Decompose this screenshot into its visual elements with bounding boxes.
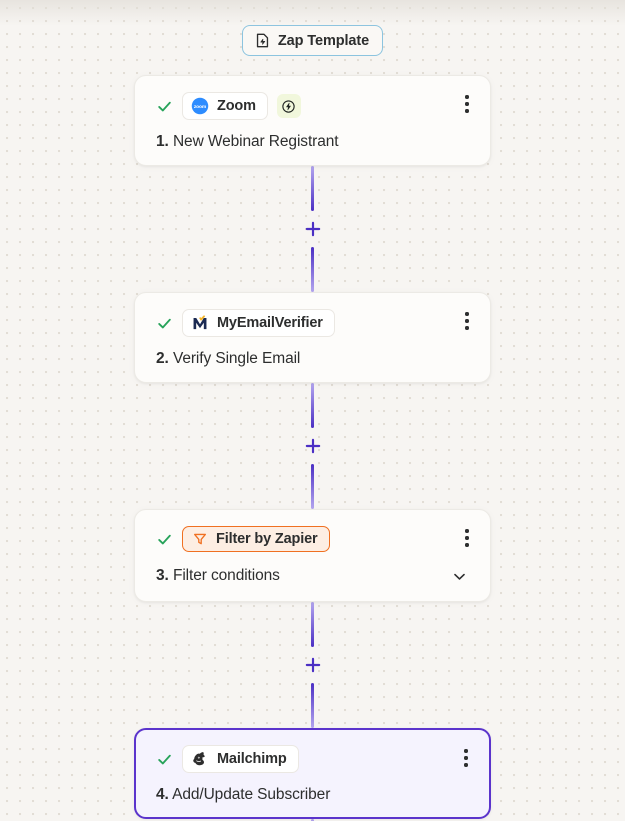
step-3-body: 3. Filter conditions — [156, 565, 474, 587]
chevron-down-icon[interactable] — [448, 565, 470, 587]
check-icon — [156, 98, 173, 115]
step-number: 4. — [156, 786, 169, 803]
kebab-menu-icon[interactable] — [456, 92, 478, 116]
step-1-body: 1. New Webinar Registrant — [156, 133, 474, 151]
mailchimp-logo — [191, 750, 209, 768]
step-1-header: zoom Zoom — [156, 92, 474, 120]
svg-text:zoom: zoom — [194, 105, 207, 110]
step-title-text: Add/Update Subscriber — [172, 786, 331, 803]
connector-line-top — [311, 383, 314, 428]
connector-line-top — [311, 819, 314, 821]
step-number: 1. — [156, 133, 169, 150]
step-title: 3. Filter conditions — [156, 567, 280, 585]
zap-template-label: Zap Template — [277, 32, 370, 49]
step-title-text: Filter conditions — [172, 567, 280, 584]
app-pill-myemailverifier[interactable]: MyEmailVerifier — [182, 309, 335, 337]
connector-line-top — [311, 166, 314, 211]
kebab-menu-icon[interactable] — [456, 526, 478, 550]
connector-1 — [293, 166, 333, 292]
step-2-header: MyEmailVerifier — [156, 309, 474, 337]
step-title: 4. Add/Update Subscriber — [156, 786, 330, 804]
check-icon — [156, 315, 173, 332]
filter-funnel-icon — [192, 531, 208, 547]
step-card-1[interactable]: zoom Zoom 1. New We — [134, 75, 491, 166]
connector-line-bottom — [311, 683, 314, 728]
connector-line-top — [311, 602, 314, 647]
check-icon — [156, 751, 173, 768]
app-name-label: Mailchimp — [217, 751, 287, 767]
app-name-label: Filter by Zapier — [216, 531, 318, 547]
step-card-3[interactable]: Filter by Zapier 3. Filter conditions — [134, 509, 491, 602]
step-card-4[interactable]: Mailchimp 4. Add/Update Subscriber — [134, 728, 491, 819]
connector-4 — [293, 819, 333, 821]
zoom-logo: zoom — [191, 97, 209, 115]
add-step-button-2[interactable] — [300, 433, 326, 459]
kebab-menu-icon[interactable] — [455, 746, 477, 770]
step-4-body: 4. Add/Update Subscriber — [156, 786, 474, 804]
connector-2 — [293, 383, 333, 509]
check-icon — [156, 531, 173, 548]
zap-template-badge: Zap Template — [241, 25, 384, 56]
myemailverifier-logo — [191, 314, 209, 332]
step-number: 2. — [156, 350, 169, 367]
step-card-2[interactable]: MyEmailVerifier 2. Verify Single Email — [134, 292, 491, 383]
kebab-menu-icon[interactable] — [456, 309, 478, 333]
add-step-button-3[interactable] — [300, 652, 326, 678]
app-name-label: Zoom — [217, 98, 256, 114]
document-bolt-icon — [254, 32, 271, 49]
step-4-header: Mailchimp — [156, 745, 474, 773]
instant-trigger-bolt-icon — [276, 94, 301, 118]
step-3-header: Filter by Zapier — [156, 526, 474, 552]
step-title-text: New Webinar Registrant — [172, 133, 339, 150]
app-pill-mailchimp[interactable]: Mailchimp — [182, 745, 299, 773]
step-title: 1. New Webinar Registrant — [156, 133, 339, 151]
step-2-body: 2. Verify Single Email — [156, 350, 474, 368]
connector-line-bottom — [311, 464, 314, 509]
app-pill-zoom[interactable]: zoom Zoom — [182, 92, 268, 120]
app-name-label: MyEmailVerifier — [217, 315, 323, 331]
add-step-button-1[interactable] — [300, 216, 326, 242]
app-pill-filter-by-zapier[interactable]: Filter by Zapier — [182, 526, 330, 552]
step-number: 3. — [156, 567, 169, 584]
step-title: 2. Verify Single Email — [156, 350, 300, 368]
step-title-text: Verify Single Email — [172, 350, 301, 367]
connector-line-bottom — [311, 247, 314, 292]
connector-3 — [293, 602, 333, 728]
